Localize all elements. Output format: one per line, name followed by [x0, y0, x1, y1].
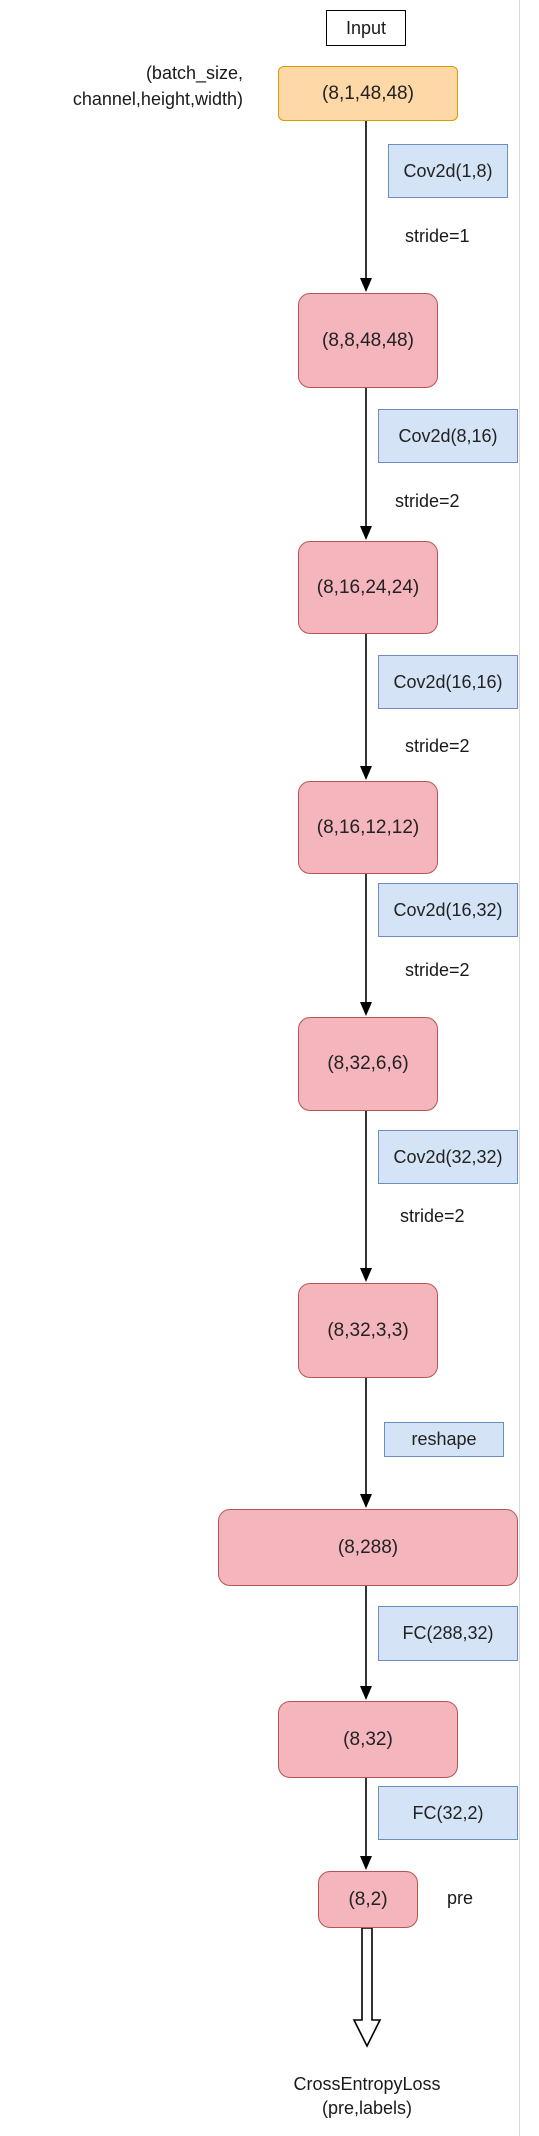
edge-n4-n5-head [360, 1268, 372, 1282]
fc-op-box: FC(288,32) [378, 1606, 518, 1661]
tensor-node: (8,32,6,6) [298, 1017, 438, 1111]
page-right-border [519, 0, 520, 2136]
reshape-op-box: reshape [384, 1422, 504, 1457]
edge-n5-n6-head [360, 1494, 372, 1508]
tensor-node: (8,32) [278, 1701, 458, 1778]
stride-label: stride=2 [395, 491, 460, 511]
tensor-node: (8,8,48,48) [298, 293, 438, 388]
loss-label: CrossEntropyLoss (pre,labels) [247, 2072, 487, 2120]
conv-op-box: Cov2d(32,32) [378, 1130, 518, 1184]
tensor-node: (8,288) [218, 1509, 518, 1586]
fc-op-box: FC(32,2) [378, 1786, 518, 1840]
tensor-node-input: (8,1,48,48) [278, 66, 458, 121]
conv-op-box: Cov2d(1,8) [388, 144, 508, 198]
tensor-node: (8,32,3,3) [298, 1283, 438, 1378]
stride-label: stride=2 [400, 1206, 465, 1226]
edge-n6-n7-head [360, 1686, 372, 1700]
output-arrow [352, 1927, 382, 2048]
pre-label: pre [447, 1888, 474, 1908]
loss-function-name: CrossEntropyLoss [293, 2074, 441, 2094]
edge-n3-n4-head [360, 1002, 372, 1016]
tensor-node: (8,16,24,24) [298, 541, 438, 634]
conv-op-box: Cov2d(16,16) [378, 655, 518, 709]
edge-n2-n3-head [360, 766, 372, 780]
loss-function-args: (pre,labels) [321, 2098, 413, 2118]
edge-n1-n2-head [360, 526, 372, 540]
stride-label: stride=1 [405, 226, 470, 246]
stride-label: stride=2 [405, 736, 470, 756]
tensor-node: (8,16,12,12) [298, 781, 438, 874]
stride-label: stride=2 [405, 960, 470, 980]
input-label: Input [326, 10, 406, 46]
conv-op-box: Cov2d(8,16) [378, 409, 518, 463]
edge-n7-n8-head [360, 1856, 372, 1870]
conv-op-box: Cov2d(16,32) [378, 883, 518, 937]
tensor-node-output: (8,2) [318, 1871, 418, 1928]
edge-n0-n1-head [360, 278, 372, 292]
shape-hint-note: (batch_size, channel,height,width) [72, 63, 243, 109]
